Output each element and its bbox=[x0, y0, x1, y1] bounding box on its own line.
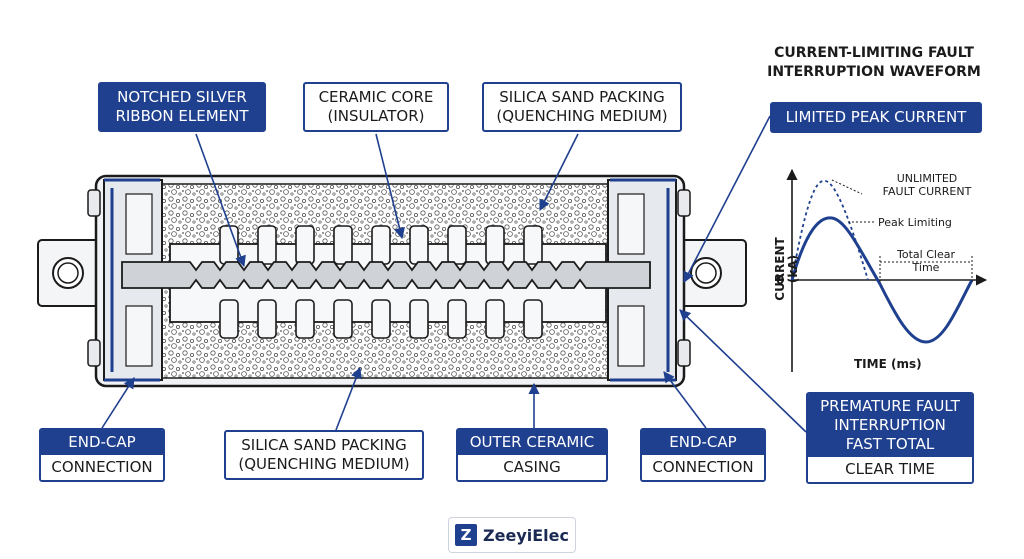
core-fin-bottom-5 bbox=[409, 299, 429, 339]
right-terminal-tab bbox=[675, 239, 747, 307]
label-outer-ceramic-casing: OUTER CERAMIC CASING bbox=[456, 428, 608, 482]
core-fin-top-7 bbox=[485, 225, 505, 265]
end-cap-left-subtitle: CONNECTION bbox=[41, 455, 163, 480]
brand-name: ZeeyiElec bbox=[483, 525, 569, 545]
zero-tick: 0 bbox=[776, 273, 785, 287]
brand-badge: Z ZeeyiElec bbox=[448, 517, 576, 553]
notched-silver-ribbon bbox=[121, 261, 651, 289]
core-fin-top-4 bbox=[371, 225, 391, 265]
label-end-cap-left: END-CAP CONNECTION bbox=[39, 428, 165, 482]
label-unlimited-fault-current: UNLIMITED FAULT CURRENT bbox=[882, 172, 972, 198]
label-limited-peak-current: LIMITED PEAK CURRENT bbox=[770, 102, 982, 133]
label-peak-limiting: Peak Limiting bbox=[878, 216, 952, 229]
end-cap-left-title: END-CAP bbox=[41, 430, 163, 455]
core-fin-bottom-6 bbox=[447, 299, 467, 339]
bolts bbox=[87, 189, 691, 367]
outer-casing-subtitle: CASING bbox=[458, 455, 606, 480]
core-fin-bottom-1 bbox=[257, 299, 277, 339]
outer-casing-title: OUTER CERAMIC bbox=[458, 430, 606, 455]
label-total-clear-time: Total Clear Time bbox=[897, 248, 955, 274]
label-ceramic-core: CERAMIC CORE (INSULATOR) bbox=[303, 82, 449, 132]
core-fin-top-6 bbox=[447, 225, 467, 265]
x-axis-label: TIME (ms) bbox=[854, 357, 922, 371]
core-fin-top-0 bbox=[219, 225, 239, 265]
label-premature-fault-interruption: PREMATURE FAULT INTERRUPTION FAST TOTAL … bbox=[806, 392, 974, 484]
core-fin-top-2 bbox=[295, 225, 315, 265]
y-axis-label: CURRENT (kA) bbox=[773, 237, 800, 301]
core-fin-top-1 bbox=[257, 225, 277, 265]
core-fin-bottom-3 bbox=[333, 299, 353, 339]
brand-logo-icon: Z bbox=[455, 524, 478, 546]
left-terminal-tab bbox=[37, 239, 109, 307]
label-end-cap-right: END-CAP CONNECTION bbox=[640, 428, 766, 482]
leader-lines bbox=[101, 115, 807, 433]
core-fin-bottom-8 bbox=[523, 299, 543, 339]
end-cap-right-subtitle: CONNECTION bbox=[642, 455, 764, 480]
label-silica-sand-bottom: SILICA SAND PACKING (QUENCHING MEDIUM) bbox=[224, 430, 424, 480]
label-silica-sand-top: SILICA SAND PACKING (QUENCHING MEDIUM) bbox=[482, 82, 682, 132]
waveform-chart bbox=[786, 168, 988, 372]
premature-title: PREMATURE FAULT INTERRUPTION FAST TOTAL bbox=[808, 394, 972, 457]
core-fin-bottom-4 bbox=[371, 299, 391, 339]
core-fin-top-3 bbox=[333, 225, 353, 265]
core-fin-top-8 bbox=[523, 225, 543, 265]
core-fin-bottom-7 bbox=[485, 299, 505, 339]
label-notched-silver-ribbon: NOTCHED SILVER RIBBON ELEMENT bbox=[98, 82, 266, 132]
core-fin-top-5 bbox=[409, 225, 429, 265]
core-fin-bottom-2 bbox=[295, 299, 315, 339]
core-fin-bottom-0 bbox=[219, 299, 239, 339]
waveform-title: CURRENT-LIMITING FAULT INTERRUPTION WAVE… bbox=[767, 45, 981, 80]
premature-subtitle: CLEAR TIME bbox=[808, 457, 972, 482]
end-cap-right-title: END-CAP bbox=[642, 430, 764, 455]
